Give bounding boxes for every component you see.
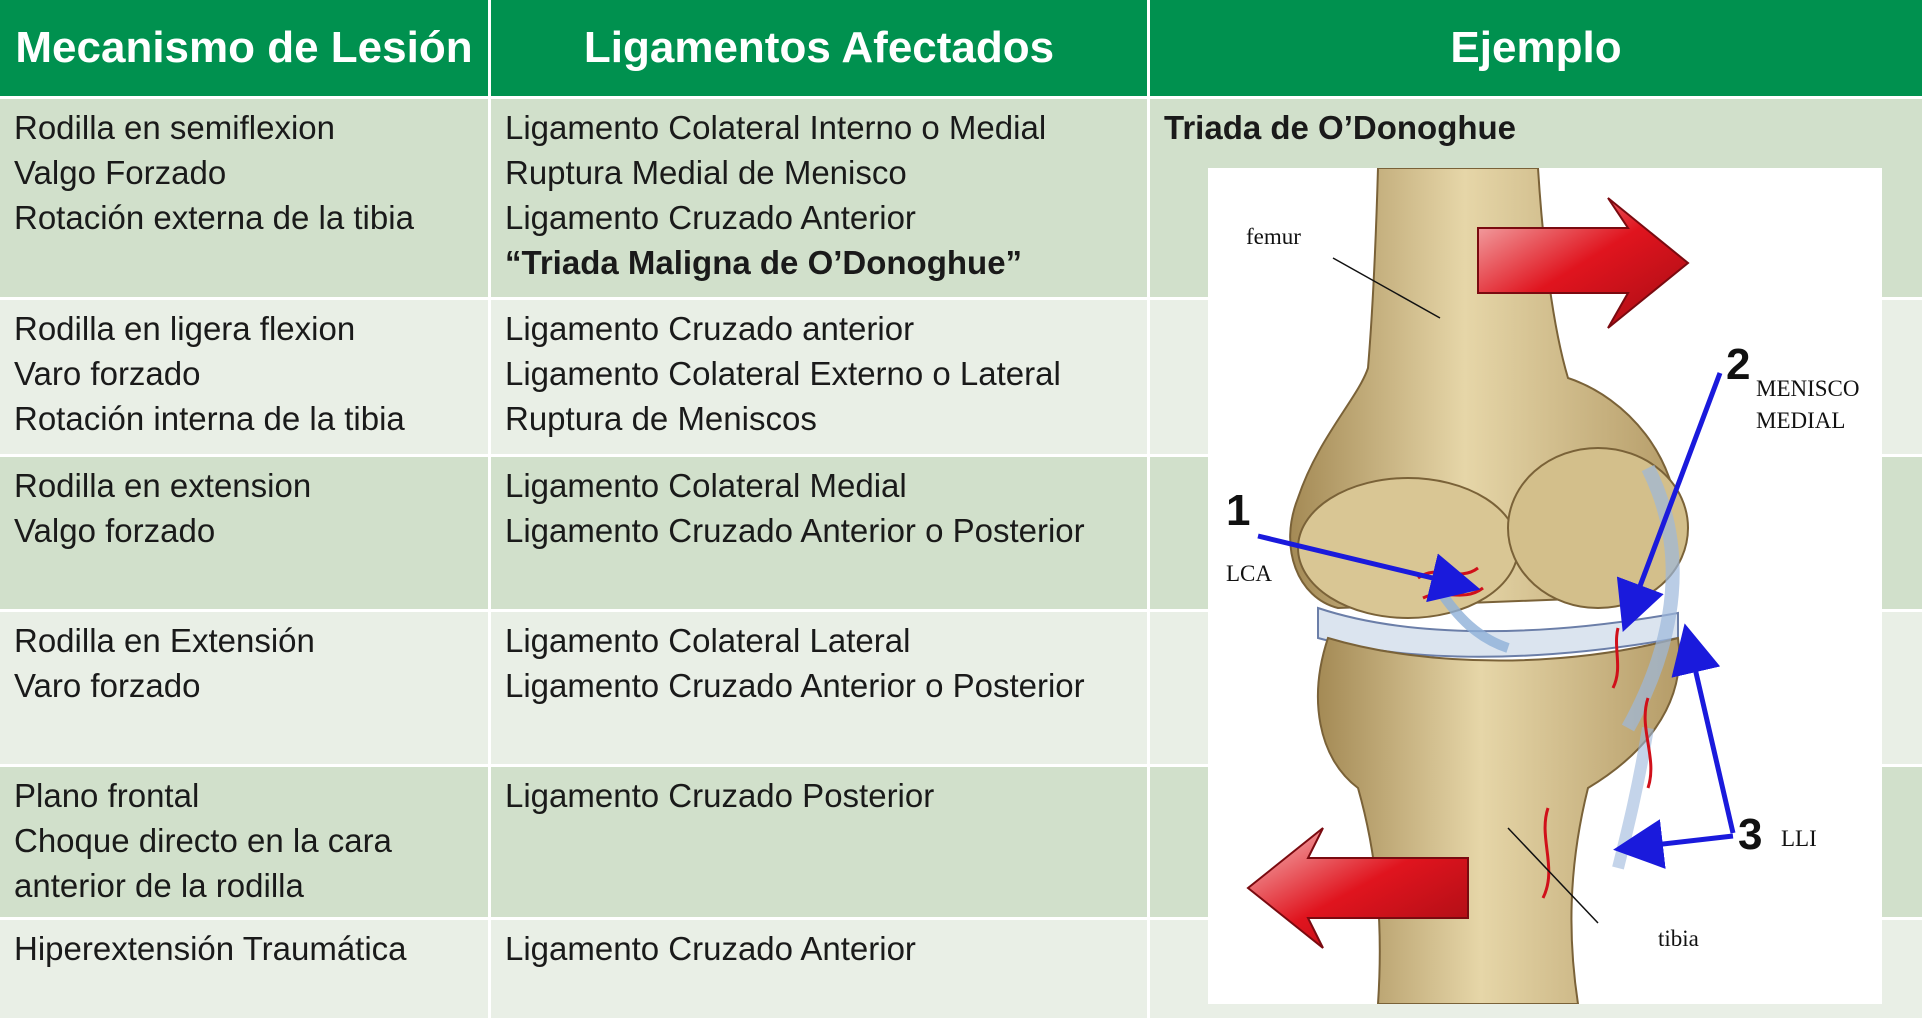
text-line: Rodilla en Extensión: [14, 622, 315, 659]
text-line: Ligamento Cruzado anterior: [505, 310, 915, 347]
text-line: Plano frontal: [14, 777, 200, 814]
row-1-mechanism: Rodilla en semiflexion Valgo Forzado Rot…: [0, 99, 488, 297]
text-line: Choque directo en la cara: [14, 822, 392, 859]
femur-condyle-right: [1507, 447, 1689, 609]
knee-illustration: femur tibia 1 LCA 2 MENISCO MEDIAL 3 LLI: [1208, 168, 1882, 1004]
label-number-2: 2: [1726, 340, 1751, 389]
text-line: Ligamento Cruzado Posterior: [505, 777, 935, 814]
header-example: Ejemplo: [1150, 0, 1922, 96]
row-4-ligaments: Ligamento Colateral Lateral Ligamento Cr…: [491, 612, 1147, 764]
row-3-mechanism: Rodilla en extension Valgo forzado: [0, 457, 488, 609]
text-line: Valgo forzado: [14, 512, 216, 549]
arrow-1: [1257, 533, 1481, 603]
text-line: Valgo Forzado: [14, 154, 227, 191]
knee-drawing: [1246, 168, 1736, 1004]
text-line: Rodilla en extension: [14, 467, 312, 504]
menisco-label: MENISCO: [1756, 376, 1860, 401]
text-line: Ligamento Colateral Externo o Lateral: [505, 355, 1061, 392]
text-line: Ligamento Cruzado Anterior o Posterior: [505, 667, 1085, 704]
row-2-ligaments: Ligamento Cruzado anterior Ligamento Col…: [491, 300, 1147, 454]
text-line: Ligamento Colateral Lateral: [505, 622, 911, 659]
triad-label: “Triada Maligna de O’Donoghue”: [505, 244, 1023, 281]
text-line: Ligamento Cruzado Anterior: [505, 930, 916, 967]
text-line: Ligamento Colateral Medial: [505, 467, 907, 504]
row-5-mechanism: Plano frontal Choque directo en la cara …: [0, 767, 488, 917]
red-arrow-bottom: [1246, 827, 1469, 949]
arrow-3a: [1671, 623, 1736, 834]
example-title: Triada de O’Donoghue: [1164, 109, 1517, 146]
text-line: Ligamento Colateral Interno o Medial: [505, 109, 1047, 146]
row-2-mechanism: Rodilla en ligera flexion Varo forzado R…: [0, 300, 488, 454]
row-3-ligaments: Ligamento Colateral Medial Ligamento Cru…: [491, 457, 1147, 609]
text-line: Hiperextensión Traumática: [14, 930, 407, 967]
text-line: Varo forzado: [14, 667, 201, 704]
text-line: Rodilla en semiflexion: [14, 109, 335, 146]
label-number-1: 1: [1226, 486, 1251, 535]
text-line: Rodilla en ligera flexion: [14, 310, 356, 347]
row-6-ligaments: Ligamento Cruzado Anterior: [491, 920, 1147, 1018]
label-number-3: 3: [1738, 810, 1763, 859]
text-line: anterior de la rodilla: [14, 867, 304, 904]
red-arrow-top: [1477, 197, 1690, 329]
text-line: Ligamento Cruzado Anterior: [505, 199, 916, 236]
lli-label: LLI: [1781, 826, 1817, 851]
lca-label: LCA: [1226, 561, 1272, 586]
text-line: Ruptura Medial de Menisco: [505, 154, 907, 191]
text-line: Ligamento Cruzado Anterior o Posterior: [505, 512, 1085, 549]
row-1-ligaments: Ligamento Colateral Interno o Medial Rup…: [491, 99, 1147, 297]
row-4-mechanism: Rodilla en Extensión Varo forzado: [0, 612, 488, 764]
medial-label: MEDIAL: [1756, 408, 1846, 433]
arrow-3b: [1613, 819, 1734, 869]
text-line: Varo forzado: [14, 355, 201, 392]
row-5-ligaments: Ligamento Cruzado Posterior: [491, 767, 1147, 917]
header-mechanism: Mecanismo de Lesión: [0, 0, 488, 96]
femur-condyle-left: [1297, 477, 1519, 619]
text-line: Rotación externa de la tibia: [14, 199, 414, 236]
femur-label: femur: [1246, 224, 1301, 249]
row-6-mechanism: Hiperextensión Traumática: [0, 920, 488, 1018]
text-line: Rotación interna de la tibia: [14, 400, 405, 437]
text-line: Ruptura de Meniscos: [505, 400, 817, 437]
header-ligaments: Ligamentos Afectados: [491, 0, 1147, 96]
arrow-2: [1616, 372, 1723, 633]
tibia-label: tibia: [1658, 926, 1699, 951]
